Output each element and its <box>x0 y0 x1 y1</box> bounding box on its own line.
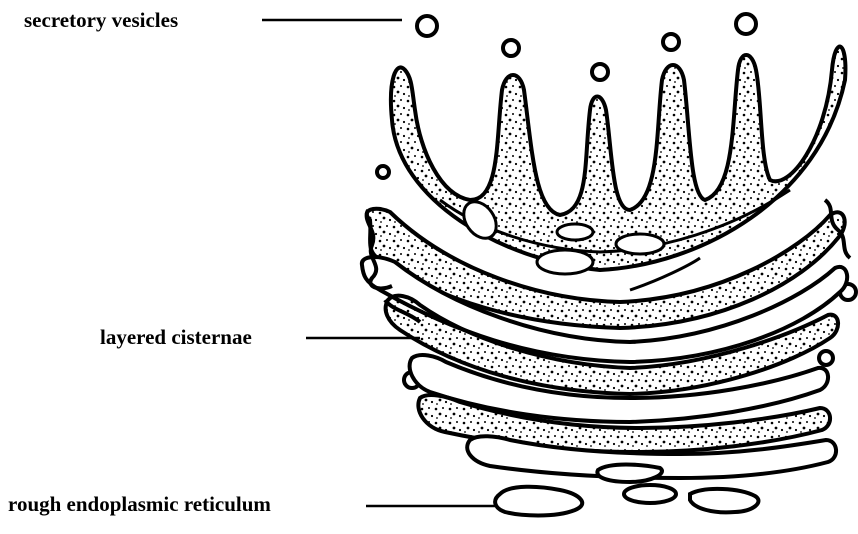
vesicle <box>736 14 756 34</box>
vesicle <box>592 64 608 80</box>
upper-cisterna <box>391 47 846 290</box>
vesicle <box>503 40 519 56</box>
vesicle <box>377 166 389 178</box>
label-rough-endoplasmic-reticulum: rough endoplasmic reticulum <box>8 494 271 515</box>
vesicle <box>819 351 833 365</box>
vesicle <box>417 16 437 36</box>
rer-fragment <box>690 489 758 512</box>
label-secretory-vesicles: secretory vesicles <box>24 10 178 31</box>
rer-fragment <box>624 485 676 503</box>
vesicle <box>663 34 679 50</box>
rer-fragment <box>597 465 662 483</box>
label-layered-cisternae: layered cisternae <box>100 327 252 348</box>
rer-fragment <box>495 487 582 516</box>
